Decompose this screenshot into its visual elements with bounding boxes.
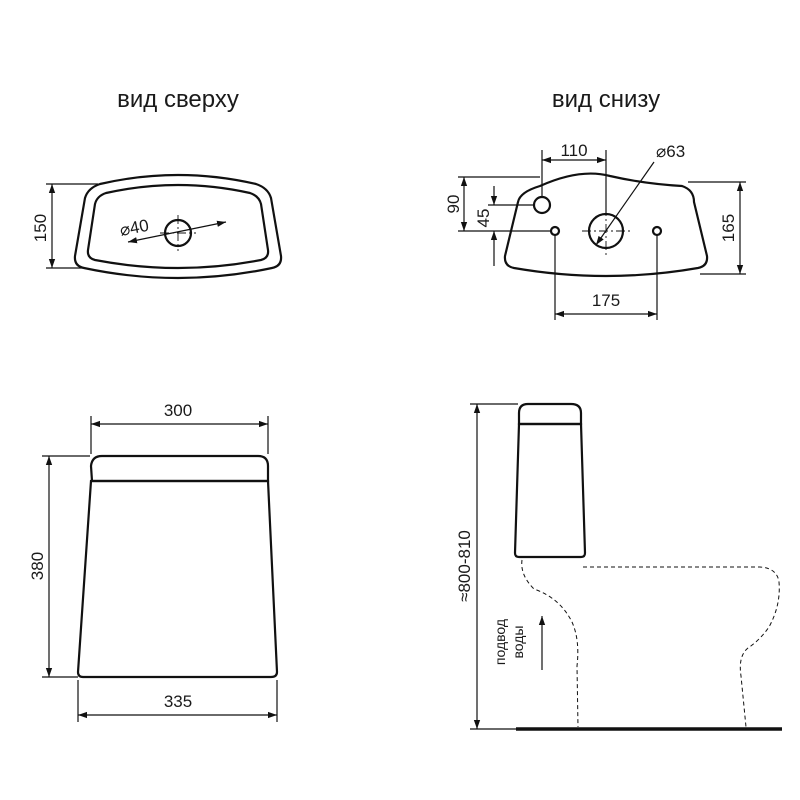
bottom-view-label-175: 175	[592, 291, 620, 310]
bottom-view-title: вид снизу	[552, 86, 660, 113]
side-view-cistern-body	[513, 422, 587, 559]
top-view-outer-outline	[73, 173, 283, 280]
top-view-depth-label: 150	[31, 214, 50, 242]
side-view: подвод воды ≈800-810	[455, 402, 782, 731]
side-view-cistern-lid	[517, 402, 583, 426]
bottom-view-diameter-label: ⌀63	[656, 142, 685, 161]
bottom-view: 110 ⌀63 90 45 165 175	[444, 141, 746, 320]
front-view-body	[76, 479, 279, 679]
top-view-diameter-leader	[127, 220, 227, 244]
front-view-lid	[89, 454, 270, 483]
bottom-view-label-110: 110	[560, 141, 587, 160]
side-view-bowl-outline	[521, 559, 579, 728]
front-view-label-335: 335	[164, 692, 192, 711]
bottom-view-bolt-hole-right	[651, 225, 663, 237]
bottom-view-label-90: 90	[444, 195, 463, 214]
front-view: 300 380 335	[28, 401, 279, 722]
top-view-title: вид сверху	[117, 86, 239, 113]
top-view-diameter-label: ⌀40	[118, 216, 150, 240]
front-view-label-300: 300	[164, 401, 192, 420]
top-view: ⌀40 150	[31, 173, 283, 280]
top-view-inner-outline	[86, 183, 270, 270]
bottom-view-bolt-hole-left	[549, 225, 561, 237]
front-view-label-380: 380	[28, 552, 47, 580]
bottom-view-label-165: 165	[719, 214, 738, 242]
bottom-view-small-hole	[532, 195, 552, 215]
side-view-height-label: ≈800-810	[455, 530, 474, 602]
bottom-view-diameter-leader	[595, 161, 655, 246]
bottom-view-label-45: 45	[474, 209, 493, 228]
bottom-view-outline	[503, 172, 709, 278]
side-view-water-label-1: подвод	[492, 619, 508, 665]
side-view-bowl-rim	[583, 566, 780, 728]
side-view-water-label-2: воды	[510, 626, 526, 659]
